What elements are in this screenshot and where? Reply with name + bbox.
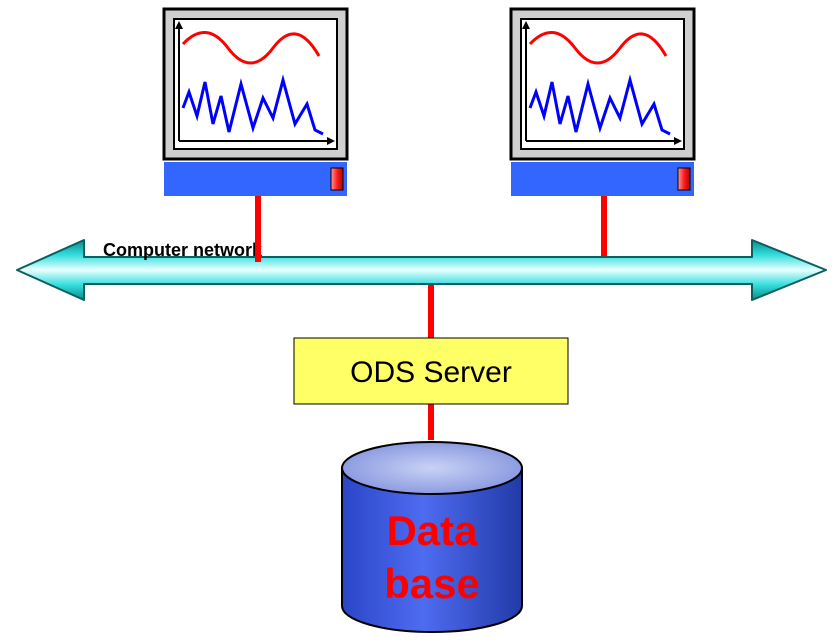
- network-arrow: [16, 239, 827, 301]
- workstation-base: [511, 162, 694, 196]
- monitor-icon: [509, 7, 696, 161]
- workstation-2: [509, 7, 696, 196]
- database-label-line-1: Data: [386, 507, 478, 554]
- led-indicator-icon: [330, 167, 344, 191]
- server-box: [293, 337, 569, 405]
- database-label-line-2: base: [384, 560, 480, 607]
- workstation-1: [162, 7, 349, 196]
- monitor-icon: [162, 7, 349, 161]
- server-label: ODS Server: [350, 356, 512, 389]
- workstation-base: [164, 162, 347, 196]
- ods-server: ODS Server: [293, 337, 569, 405]
- double-arrow-icon: [16, 239, 827, 301]
- database-cylinder-icon: Data base: [341, 441, 523, 633]
- led-indicator-icon: [677, 167, 691, 191]
- network-label: Computer network: [103, 240, 263, 260]
